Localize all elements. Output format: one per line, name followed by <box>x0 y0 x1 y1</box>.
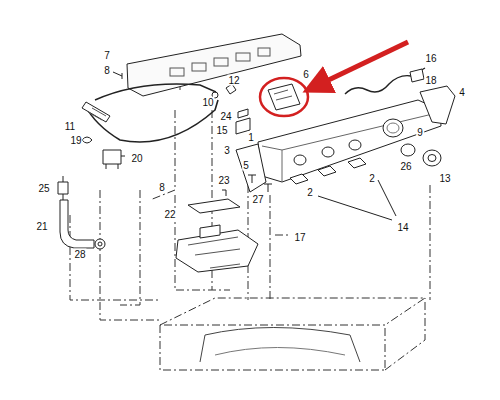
callout-number: 18 <box>424 75 437 86</box>
callout-number: 14 <box>396 222 409 233</box>
console-panel <box>258 100 441 182</box>
clip <box>226 84 236 94</box>
clip <box>82 137 92 143</box>
callout-number: 9 <box>416 127 424 138</box>
callout-number: 21 <box>35 221 48 232</box>
knob-hole <box>322 147 334 157</box>
screw <box>113 72 122 79</box>
callout-number: 5 <box>242 160 250 171</box>
callout-number: 2 <box>368 173 376 184</box>
control-board-detail <box>274 90 292 100</box>
knob-13-center <box>428 155 436 162</box>
end-cap <box>420 86 455 124</box>
highlight-circle <box>260 78 308 116</box>
callout-number: 28 <box>73 249 86 260</box>
panel-slot <box>236 53 250 61</box>
callout-number: 22 <box>163 209 176 220</box>
callout-number: 8 <box>158 182 166 193</box>
callout-number: 20 <box>130 153 143 164</box>
callout-number: 13 <box>438 173 451 184</box>
bracket <box>238 109 248 118</box>
tub-opening-inner <box>215 348 345 356</box>
harness-connector-detail <box>88 108 106 120</box>
console-back-panel <box>127 34 301 96</box>
fitting <box>58 176 68 200</box>
leader-dashed <box>120 190 140 305</box>
panel-slot <box>214 58 228 66</box>
callout-number: 8 <box>103 65 111 76</box>
callout-number: 26 <box>399 161 412 172</box>
screw <box>222 190 226 196</box>
knob-hole <box>294 155 306 165</box>
switch <box>103 150 125 169</box>
knob <box>318 166 336 176</box>
cabinet-top <box>160 325 385 370</box>
harness-connector <box>82 102 110 122</box>
knob <box>290 174 308 184</box>
callout-number: 15 <box>215 125 228 136</box>
callout-number: 12 <box>227 75 240 86</box>
callout-number: 23 <box>217 175 230 186</box>
screw <box>248 175 256 183</box>
callout-number: 27 <box>251 194 264 205</box>
panel-slot <box>170 68 184 76</box>
cabinet-edge <box>160 298 425 325</box>
bracket-line <box>318 180 396 220</box>
screw <box>264 184 272 192</box>
knob <box>348 158 366 168</box>
tub-opening <box>200 328 360 363</box>
wire-harness <box>95 84 216 100</box>
dial-hole <box>383 119 403 137</box>
callout-number: 7 <box>103 50 111 61</box>
leader-dashed <box>70 215 160 300</box>
callout-number: 1 <box>247 132 255 143</box>
cabinet-side <box>385 298 425 370</box>
clamp <box>95 239 105 249</box>
hose <box>60 200 94 248</box>
leader-dashed <box>150 110 175 200</box>
callout-number: 3 <box>223 145 231 156</box>
callout-number: 25 <box>37 183 50 194</box>
panel-slot <box>192 63 206 71</box>
callout-number: 4 <box>458 87 466 98</box>
callout-number: 11 <box>64 121 76 132</box>
panel-slot <box>258 48 270 56</box>
knob-13 <box>423 150 441 166</box>
lid-lock-assembly <box>176 230 258 272</box>
dial-ring <box>387 123 399 133</box>
leader-dashed <box>270 195 271 300</box>
lid-lock-part <box>188 199 240 213</box>
wire <box>345 68 425 94</box>
knob-hole <box>349 140 361 150</box>
callout-number: 10 <box>201 97 214 108</box>
highlight-arrow <box>316 42 408 86</box>
end-cap <box>236 144 266 192</box>
knob-26 <box>401 144 415 156</box>
callout-number: 16 <box>424 53 437 64</box>
callout-number: 17 <box>293 232 306 243</box>
clamp-hole <box>98 242 102 246</box>
lid-lock-part <box>200 225 220 238</box>
console-panel-edge <box>262 112 441 182</box>
callout-number: 2 <box>306 187 314 198</box>
callout-number: 24 <box>219 111 232 122</box>
callout-number: 6 <box>302 69 310 80</box>
lid-lock-detail <box>188 237 240 268</box>
control-board <box>268 84 300 110</box>
callout-number: 19 <box>69 135 82 146</box>
switch <box>410 69 424 82</box>
leader-dashed <box>275 235 290 236</box>
leader-dashed <box>430 185 431 300</box>
